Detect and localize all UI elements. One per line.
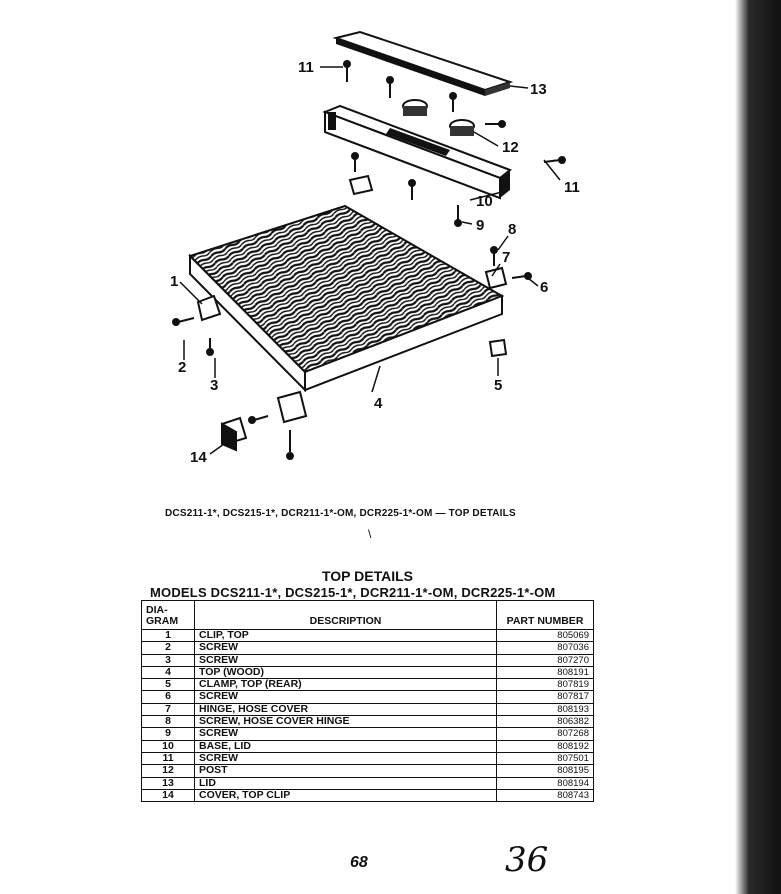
- callout-12: 12: [502, 139, 519, 156]
- callout-11-right: 11: [564, 179, 580, 196]
- cell-description: CLIP, TOP: [194, 628, 497, 643]
- cell-part-number: 808191: [496, 665, 594, 680]
- cell-description: TOP (WOOD): [194, 665, 497, 680]
- cell-part-number: 807268: [496, 727, 594, 741]
- cell-part-number: 808195: [496, 764, 594, 778]
- cell-description: SCREW: [194, 653, 497, 667]
- caption-mark: \: [368, 527, 372, 541]
- diagram-caption: DCS211-1*, DCS215-1*, DCR211-1*-OM, DCR2…: [165, 508, 516, 519]
- header-diagram-line2: GRAM: [146, 615, 179, 627]
- cell-diagram: 5: [141, 678, 195, 692]
- callout-6: 6: [540, 279, 548, 296]
- cell-part-number: 808743: [496, 788, 594, 803]
- header-part-number: PART NUMBER: [496, 600, 594, 630]
- cell-part-number: 808192: [496, 739, 594, 753]
- cell-diagram: 2: [141, 641, 195, 655]
- cell-part-number: 807817: [496, 690, 594, 704]
- header-diagram-line1: DIA-: [146, 604, 168, 616]
- cell-description: HINGE, HOSE COVER: [194, 702, 497, 717]
- callout-labels: 11 13 12 11 10 9 8 7 6 1 2 3 4 5 14: [170, 59, 580, 466]
- cell-description: SCREW: [194, 727, 497, 741]
- table-title: TOP DETAILS: [321, 568, 413, 584]
- cell-part-number: 808194: [496, 776, 594, 790]
- callout-13: 13: [530, 81, 547, 98]
- cell-diagram: 9: [141, 727, 195, 741]
- cell-part-number: 807036: [496, 641, 594, 655]
- cell-description: BASE, LID: [194, 739, 497, 753]
- cell-description: LID: [194, 776, 497, 790]
- callout-14: 14: [190, 449, 207, 466]
- clamp-and-hinge-parts: [348, 174, 508, 358]
- cell-part-number: 806382: [496, 715, 594, 729]
- cell-diagram: 1: [141, 628, 195, 643]
- cell-description: SCREW: [194, 641, 497, 655]
- cell-description: POST: [194, 764, 497, 778]
- callout-5: 5: [494, 377, 502, 394]
- callout-7: 7: [502, 249, 510, 266]
- wood-top-part: [188, 204, 505, 393]
- post-parts: [402, 99, 475, 136]
- cell-diagram: 4: [141, 665, 195, 680]
- cell-diagram: 11: [141, 751, 195, 766]
- callout-11-top: 11: [298, 59, 314, 76]
- lid-part: [332, 30, 514, 96]
- exploded-parts-diagram: 11 13 12 11 10 9 8 7 6 1 2 3 4 5 14: [140, 20, 610, 480]
- callout-1: 1: [170, 273, 178, 290]
- handwritten-number: 36: [505, 840, 549, 880]
- callout-3: 3: [210, 377, 218, 394]
- cell-part-number: 807270: [496, 653, 594, 667]
- cell-diagram: 10: [141, 739, 195, 753]
- table-header-row: DIA- GRAM DESCRIPTION PART NUMBER: [141, 600, 594, 630]
- cell-diagram: 13: [141, 776, 195, 790]
- cell-description: COVER, TOP CLIP: [194, 788, 497, 803]
- cell-diagram: 7: [141, 702, 195, 717]
- callout-9: 9: [476, 217, 484, 234]
- callout-2: 2: [178, 359, 186, 376]
- callout-4: 4: [374, 395, 383, 412]
- cell-diagram: 8: [141, 715, 195, 729]
- cell-part-number: 807501: [496, 751, 594, 766]
- table-subtitle: MODELS DCS211-1*, DCS215-1*, DCR211-1*-O…: [150, 585, 556, 600]
- leader-lines: [179, 66, 561, 455]
- cell-part-number: 807819: [496, 678, 594, 692]
- cell-diagram: 14: [141, 788, 195, 803]
- cell-description: SCREW: [194, 751, 497, 766]
- header-diagram: DIA- GRAM: [141, 600, 195, 630]
- page-number: 68: [350, 854, 368, 871]
- scanned-page-edge: [735, 0, 781, 894]
- cell-description: CLAMP, TOP (REAR): [194, 678, 497, 692]
- cell-description: SCREW: [194, 690, 497, 704]
- clip-and-cover-parts: [196, 294, 308, 452]
- lid-base-part: [322, 104, 512, 200]
- callout-10: 10: [476, 193, 493, 210]
- cell-part-number: 808193: [496, 702, 594, 717]
- cell-diagram: 6: [141, 690, 195, 704]
- cell-diagram: 3: [141, 653, 195, 667]
- cell-diagram: 12: [141, 764, 195, 778]
- callout-8: 8: [508, 221, 516, 238]
- screw-parts: [172, 60, 566, 460]
- cell-part-number: 805069: [496, 628, 594, 643]
- cell-description: SCREW, HOSE COVER HINGE: [194, 715, 497, 729]
- header-description: DESCRIPTION: [194, 600, 497, 630]
